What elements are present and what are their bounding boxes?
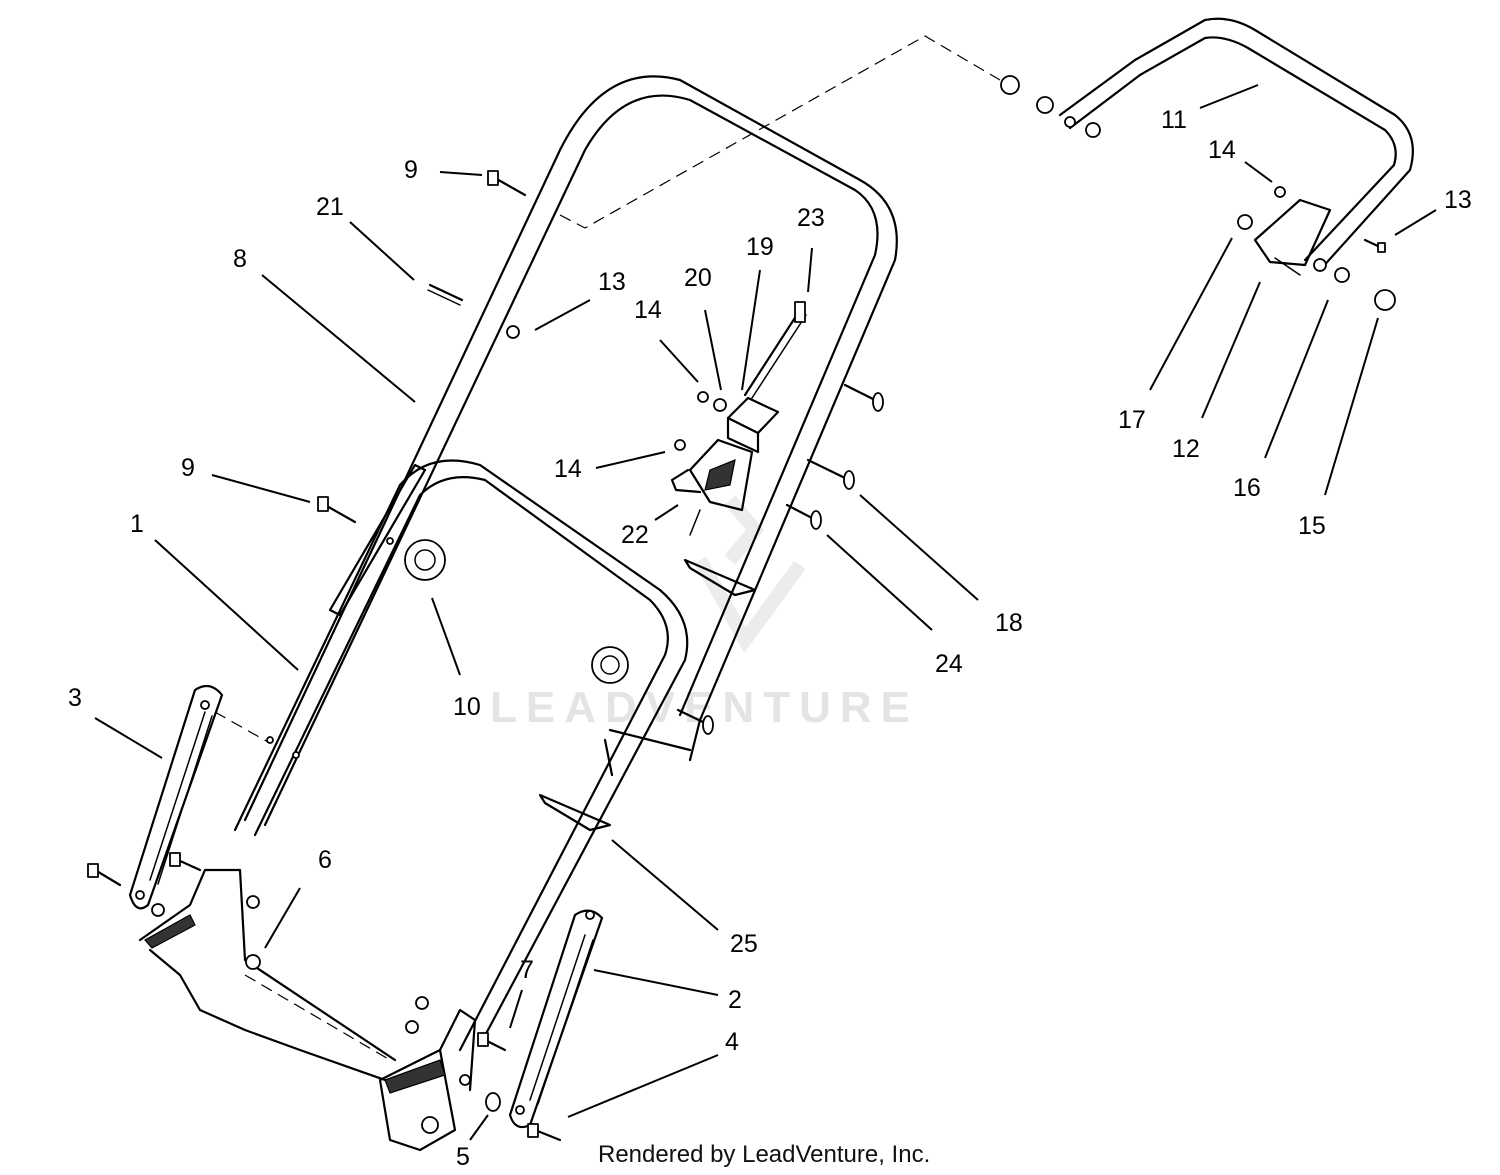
washer-17 (1237, 214, 1253, 230)
leadventure-watermark: LEADVENTURE (490, 495, 910, 732)
callout-15: 15 (1298, 512, 1326, 540)
lower-handle (233, 459, 689, 1052)
nut-7-b (405, 1020, 419, 1034)
callout-11: 11 (1161, 106, 1187, 134)
callout-14: 13 (598, 268, 626, 296)
bolt-3-right (169, 852, 202, 872)
callout-14: 14 (1208, 136, 1236, 164)
clevis-pin-21 (427, 283, 464, 306)
washer-left (151, 903, 165, 917)
screw-13 (1363, 238, 1386, 253)
callout-2: 2 (728, 986, 742, 1014)
upper-grip (1000, 17, 1414, 311)
nut-14-a (506, 325, 520, 339)
render-credit: Rendered by LeadVenture, Inc. (598, 1141, 930, 1168)
callout-3: 3 (68, 684, 82, 712)
callout-7: 7 (520, 956, 534, 984)
nut-6-a (246, 895, 260, 909)
washer-16 (1334, 267, 1350, 283)
nut-a (1085, 122, 1101, 138)
nut-14-c (674, 439, 686, 451)
cable-tie-25 (538, 793, 612, 832)
callout-17: 17 (1118, 406, 1146, 434)
callout-1: 1 (130, 510, 144, 538)
callout-25: 25 (730, 930, 758, 958)
carriage-bolt-24 (785, 503, 822, 530)
carriage-bolt-18 (806, 458, 855, 490)
nut-6-b (245, 954, 261, 970)
callout-13: 13 (1444, 186, 1472, 214)
plate-12 (1253, 198, 1332, 267)
callout-6: 6 (318, 846, 332, 874)
bolt-9-lower (317, 496, 357, 524)
spacer (1000, 75, 1020, 95)
knob-15 (1374, 289, 1396, 311)
callout-21: 21 (316, 193, 344, 221)
washer-5 (485, 1092, 501, 1112)
nut-14-e (1274, 186, 1286, 198)
nut-14-b (697, 391, 709, 403)
callout-12: 12 (1172, 435, 1200, 463)
carriage-bolt-b (676, 708, 714, 735)
hardware (87, 170, 884, 1142)
knob-10-a (404, 539, 446, 581)
bolt-4 (527, 1123, 562, 1142)
nut-7-a (415, 996, 429, 1010)
callout-9: 9 (181, 454, 195, 482)
leader-lines (94, 84, 1437, 1141)
callout-18: 18 (995, 609, 1023, 637)
washer-20 (713, 398, 727, 412)
callout-19: 19 (746, 233, 774, 261)
callout-5: 5 (456, 1143, 470, 1171)
knob-10-b (591, 646, 629, 684)
carriage-bolt-a (843, 383, 884, 412)
upper-handle (243, 75, 898, 827)
watermark-logo (693, 556, 806, 653)
callout-24: 24 (935, 650, 963, 678)
assembly-lines (214, 35, 1001, 743)
right-bracket (508, 909, 604, 1129)
bolt-3-left (87, 863, 122, 887)
deck-housing (138, 868, 477, 1152)
callout-4: 4 (725, 1028, 739, 1056)
callout-23: 23 (797, 204, 825, 232)
callout-22: 22 (621, 521, 649, 549)
callout-9: 9 (404, 156, 418, 184)
callout-10: 10 (453, 693, 481, 721)
bolt-9-upper (487, 170, 527, 197)
callout-20: 20 (684, 264, 712, 292)
callout-16: 16 (1233, 474, 1261, 502)
callout-14: 14 (554, 455, 582, 483)
left-bracket (128, 684, 224, 910)
callout-8: 8 (233, 245, 247, 273)
control-bracket-assembly (670, 301, 807, 536)
callout-14: 14 (634, 296, 662, 324)
bolt-7 (477, 1032, 507, 1052)
cable-clip-a (683, 558, 757, 597)
washer-a (1036, 96, 1054, 114)
callouts: 9 21 8 13 14 20 19 23 14 22 9 1 10 18 24… (68, 106, 1472, 1171)
